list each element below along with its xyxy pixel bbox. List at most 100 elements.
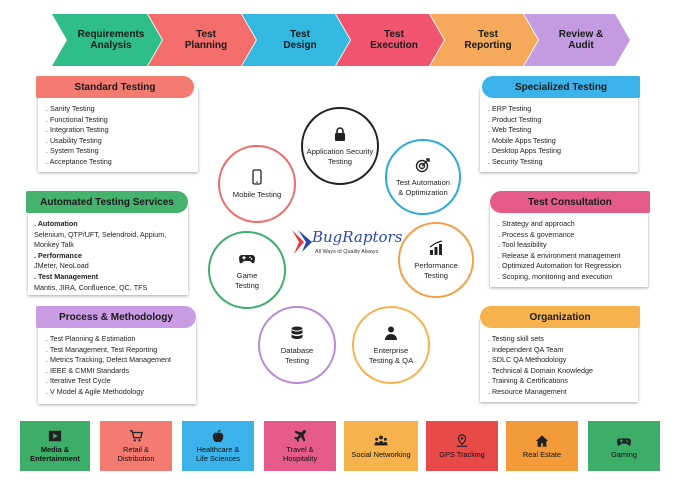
- list-item: . Sanity Testing: [46, 104, 95, 113]
- database-circle: Database Testing: [258, 306, 336, 384]
- brand-tagline: All Ways of Quality Always: [315, 249, 379, 255]
- list-item: . Iterative Test Cycle: [46, 376, 111, 386]
- list-item: . ERP Testing: [488, 104, 532, 113]
- list-item: . Usability Testing: [46, 135, 102, 145]
- list-item: JMeter, NeoLoad: [34, 261, 89, 271]
- list-item: . Test Management, Test Reporting: [46, 344, 158, 354]
- performance-circle: Performance Testing: [398, 222, 474, 298]
- industry-tile-retail: Retail & Distribution: [100, 421, 172, 471]
- app-security-circle: Application Security Testing: [301, 107, 379, 185]
- list-item: . Acceptance Testing: [46, 156, 112, 166]
- list-item: . Release & environment management: [498, 250, 621, 260]
- industry-label: Social Networking: [351, 449, 411, 459]
- list-item: . Test Management: [34, 271, 99, 281]
- list-item: Mantis, JIRA, Confluence, QC, TFS: [34, 282, 148, 292]
- list-item: . Metrics Tracking, Defect Management: [46, 355, 172, 365]
- process-step-label: Test Design: [283, 29, 317, 51]
- apple-icon: [212, 429, 224, 443]
- circle-label: Performance Testing: [414, 261, 458, 280]
- standard-testing-list: . Sanity Testing . Functional Testing . …: [46, 104, 192, 168]
- person-icon: [385, 326, 397, 340]
- list-item: . Desktop Apps Testing: [488, 146, 561, 156]
- list-item: . Strategy and approach: [498, 219, 575, 228]
- process-step-label: Review & Audit: [558, 29, 604, 51]
- industry-tile-gaming: Gaming: [588, 421, 660, 471]
- list-item: . Testing skill sets: [488, 334, 544, 343]
- list-item: . Scoping, monitoring and execution: [498, 271, 613, 281]
- specialized-testing-title: Specialized Testing: [482, 76, 640, 98]
- industry-tile-gps: GPS Tracking: [426, 421, 498, 471]
- gps-icon: [456, 433, 468, 447]
- automated-testing-list: . Automation Selenium, QTP/UFT, Selendro…: [34, 219, 182, 293]
- list-item: . Tool feasibility: [498, 240, 547, 250]
- list-item: . Automation: [34, 219, 78, 228]
- industry-label: Gaming: [611, 449, 637, 459]
- enterprise-circle: Enterprise Testing & QA: [352, 306, 430, 384]
- airplane-icon: [293, 429, 307, 443]
- automated-testing-title: Automated Testing Services: [26, 191, 188, 213]
- circle-label: Application Security Testing: [306, 147, 374, 166]
- list-item: . Process & governance: [498, 229, 575, 239]
- organization-panel: Organization . Testing skill sets . Inde…: [480, 306, 640, 402]
- specialized-testing-list: . ERP Testing . Product Testing . Web Te…: [488, 104, 632, 168]
- mobile-circle: Mobile Testing: [218, 145, 296, 223]
- specialized-testing-panel: Specialized Testing . ERP Testing . Prod…: [480, 76, 640, 172]
- organization-title: Organization: [480, 306, 640, 328]
- bugraptors-logo: BugRaptors All Ways of Quality Always: [290, 228, 403, 260]
- standard-testing-title: Standard Testing: [36, 76, 194, 98]
- mobile-phone-icon: [252, 169, 262, 185]
- circle-label: Mobile Testing: [232, 189, 282, 199]
- list-item: . Web Testing: [488, 125, 532, 135]
- cart-icon: [129, 430, 143, 442]
- list-item: . V Model & Agile Methodology: [46, 386, 144, 396]
- lock-icon: [335, 127, 345, 141]
- industry-tile-travel: Travel & Hospitality: [264, 421, 336, 471]
- list-item: . Independent QA Team: [488, 344, 564, 354]
- standard-testing-panel: Standard Testing . Sanity Testing . Func…: [36, 76, 198, 172]
- list-item: . Training & Certifications: [488, 376, 568, 386]
- list-item: . Performance: [34, 250, 82, 260]
- target-icon: [415, 158, 430, 173]
- process-step-label: Requirements Analysis: [77, 29, 145, 51]
- industry-label: Media & Entertainment: [30, 445, 80, 463]
- list-item: . SDLC QA Methodology: [488, 355, 567, 365]
- list-item: . Technical & Domain Knowledge: [488, 365, 593, 375]
- list-item: . Resource Management: [488, 386, 567, 396]
- industry-label: Healthcare & Life Sciences: [196, 445, 240, 463]
- industry-label: Retail & Distribution: [117, 445, 155, 463]
- list-item: . Optimized Automation for Regression: [498, 261, 622, 271]
- process-methodology-list: . Test Planning & Estimation . Test Mana…: [46, 334, 190, 398]
- brand-name: BugRaptors: [312, 228, 403, 246]
- circle-label: Game Testing: [234, 271, 260, 290]
- test-consultation-title: Test Consultation: [490, 191, 650, 213]
- industry-label: GPS Tracking: [439, 449, 485, 459]
- gamepad-icon: [617, 437, 631, 446]
- process-step-test-design: Test Design: [242, 14, 350, 66]
- test-consultation-panel: Test Consultation . Strategy and approac…: [490, 191, 650, 287]
- list-item: . Product Testing: [488, 114, 542, 124]
- list-item: . Integration Testing: [46, 125, 109, 135]
- raptor-logo-icon: [292, 230, 312, 254]
- automated-testing-panel: Automated Testing Services . Automation …: [26, 191, 188, 295]
- game-circle: Game Testing: [208, 231, 286, 309]
- list-item: . Test Planning & Estimation: [46, 334, 136, 343]
- process-step-test-planning: Test Planning: [148, 14, 256, 66]
- circle-label: Enterprise Testing & QA: [368, 346, 414, 365]
- people-icon: [374, 435, 388, 445]
- process-step-label: Test Planning: [184, 29, 228, 51]
- process-step-test-reporting: Test Reporting: [430, 14, 538, 66]
- house-icon: [535, 434, 549, 447]
- industry-label: Real Estate: [522, 449, 562, 459]
- list-item: Monkey Talk: [34, 240, 74, 250]
- industry-label: Travel & Hospitality: [282, 445, 318, 463]
- gamepad-icon: [239, 255, 255, 264]
- industry-tile-media: Media & Entertainment: [20, 421, 90, 471]
- industry-tile-social: Social Networking: [344, 421, 418, 471]
- list-item: . Mobile Apps Testing: [488, 135, 556, 145]
- industry-tile-real-estate: Real Estate: [506, 421, 578, 471]
- list-item: . Security Testing: [488, 156, 543, 166]
- process-step-label: Test Execution: [370, 29, 418, 51]
- test-automation-circle: Test Automation & Optimization: [385, 139, 461, 215]
- process-methodology-panel: Process & Methodology . Test Planning & …: [36, 306, 196, 404]
- process-step-test-execution: Test Execution: [336, 14, 444, 66]
